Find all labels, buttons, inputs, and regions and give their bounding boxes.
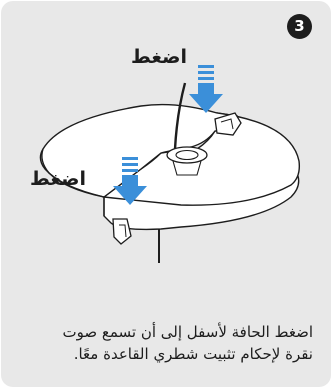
instruction-caption: اضغط الحافة لأسفل إلى أن تسمع صوت نقرة ل… [13,321,313,365]
clip-left-bottom [112,218,132,245]
caption-line-2: نقرة لإحكام تثبيت شطري القاعدة معًا. [73,345,313,363]
press-arrow-left [113,157,147,205]
press-arrow-top [189,65,223,113]
step-number-badge: 3 [287,14,312,39]
press-label-top: اضغط [131,46,187,68]
cable-top [173,82,187,150]
press-label-left: اضغط [30,168,86,190]
caption-line-1: اضغط الحافة لأسفل إلى أن تسمع صوت [62,323,313,341]
clip-top-right [214,112,242,136]
